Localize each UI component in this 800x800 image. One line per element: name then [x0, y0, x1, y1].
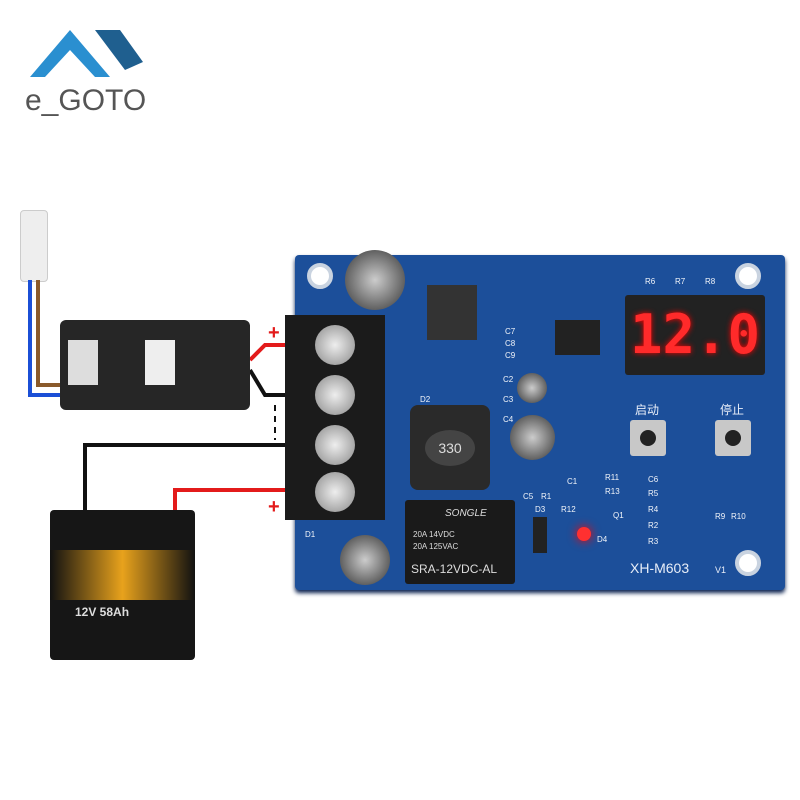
- component-label: D4: [597, 535, 608, 544]
- logo-text: e_GOTO: [25, 84, 147, 117]
- component-label: R1: [541, 492, 552, 501]
- component-label: D1: [305, 530, 316, 539]
- adapter-socket: [68, 340, 98, 385]
- mains-wire-blue: [28, 280, 65, 397]
- component-label: R4: [648, 505, 659, 514]
- relay: SONGLE 20A 14VDC 20A 125VAC SRA-12VDC-AL: [405, 500, 515, 584]
- component-label: C9: [505, 351, 516, 360]
- battery-negative-wire: [83, 443, 325, 530]
- board-model: XH-M603: [630, 560, 690, 576]
- capacitor: [340, 535, 390, 585]
- capacitor: [345, 250, 405, 310]
- component-label: C7: [505, 327, 516, 336]
- inductor: 330: [410, 405, 490, 490]
- component-label: R5: [648, 489, 659, 498]
- display-value: 12.0: [629, 303, 761, 366]
- component-label: C8: [505, 339, 516, 348]
- plus-label-battery: +: [268, 496, 280, 518]
- component-label: R12: [561, 505, 576, 514]
- terminal-screw[interactable]: [315, 375, 355, 415]
- stop-button[interactable]: [715, 420, 751, 456]
- component-label: R10: [731, 512, 746, 521]
- component-label: C3: [503, 395, 514, 404]
- mains-wire-brown: [36, 280, 65, 387]
- component-label: R8: [705, 277, 716, 286]
- mount-hole: [735, 550, 761, 576]
- component-label: C5: [523, 492, 534, 501]
- relay-model: SRA-12VDC-AL: [411, 562, 498, 576]
- component-label: R7: [675, 277, 686, 286]
- ic-chip: [555, 320, 600, 355]
- start-button[interactable]: [630, 420, 666, 456]
- battery-label: 12V 58Ah: [75, 605, 130, 619]
- mount-hole: [735, 263, 761, 289]
- stop-button-label: 停止: [720, 403, 745, 417]
- component-label: R3: [648, 537, 659, 546]
- component-label: R11: [605, 473, 620, 482]
- power-plug: [20, 210, 48, 282]
- relay-rating: 20A 125VAC: [413, 542, 459, 551]
- charger-control-board: 330 12.0 启动 停止 XH-M603 V1 R6 R7 R8 C7 C8…: [295, 250, 785, 590]
- terminal-screw[interactable]: [315, 325, 355, 365]
- brand-logo: e_GOTO: [25, 22, 155, 122]
- component-label: Q1: [613, 511, 624, 520]
- component-label: R9: [715, 512, 726, 521]
- component-label: C6: [648, 475, 659, 484]
- capacitor: [517, 373, 547, 403]
- board-version: V1: [715, 565, 727, 575]
- component-label: C1: [567, 477, 578, 486]
- status-led: [577, 527, 591, 541]
- component-label: C2: [503, 375, 514, 384]
- component-label: C4: [503, 415, 514, 424]
- capacitor: [510, 415, 555, 460]
- relay-brand: SONGLE: [445, 508, 487, 519]
- component-label: R13: [605, 487, 620, 496]
- component-label: R2: [648, 521, 659, 530]
- component-label: R6: [645, 277, 656, 286]
- regulator-chip: [427, 285, 477, 340]
- led-display: 12.0: [625, 295, 765, 375]
- start-button-label: 启动: [635, 403, 660, 417]
- relay-rating: 20A 14VDC: [413, 530, 455, 539]
- inductor-label: 330: [425, 430, 475, 466]
- terminal-screw[interactable]: [315, 472, 355, 512]
- logo-mark-icon: [30, 30, 143, 77]
- component-label: D3: [535, 505, 546, 514]
- car-battery: 12V 58Ah: [50, 510, 195, 660]
- plus-label-input: +: [268, 322, 280, 344]
- screw-terminal-block: [285, 315, 385, 520]
- diode-d3: [533, 517, 547, 553]
- adapter-label-sticker: [145, 340, 175, 385]
- terminal-screw[interactable]: [315, 425, 355, 465]
- component-label: D2: [420, 395, 431, 404]
- power-adapter: [60, 320, 250, 410]
- mount-hole: [307, 263, 333, 289]
